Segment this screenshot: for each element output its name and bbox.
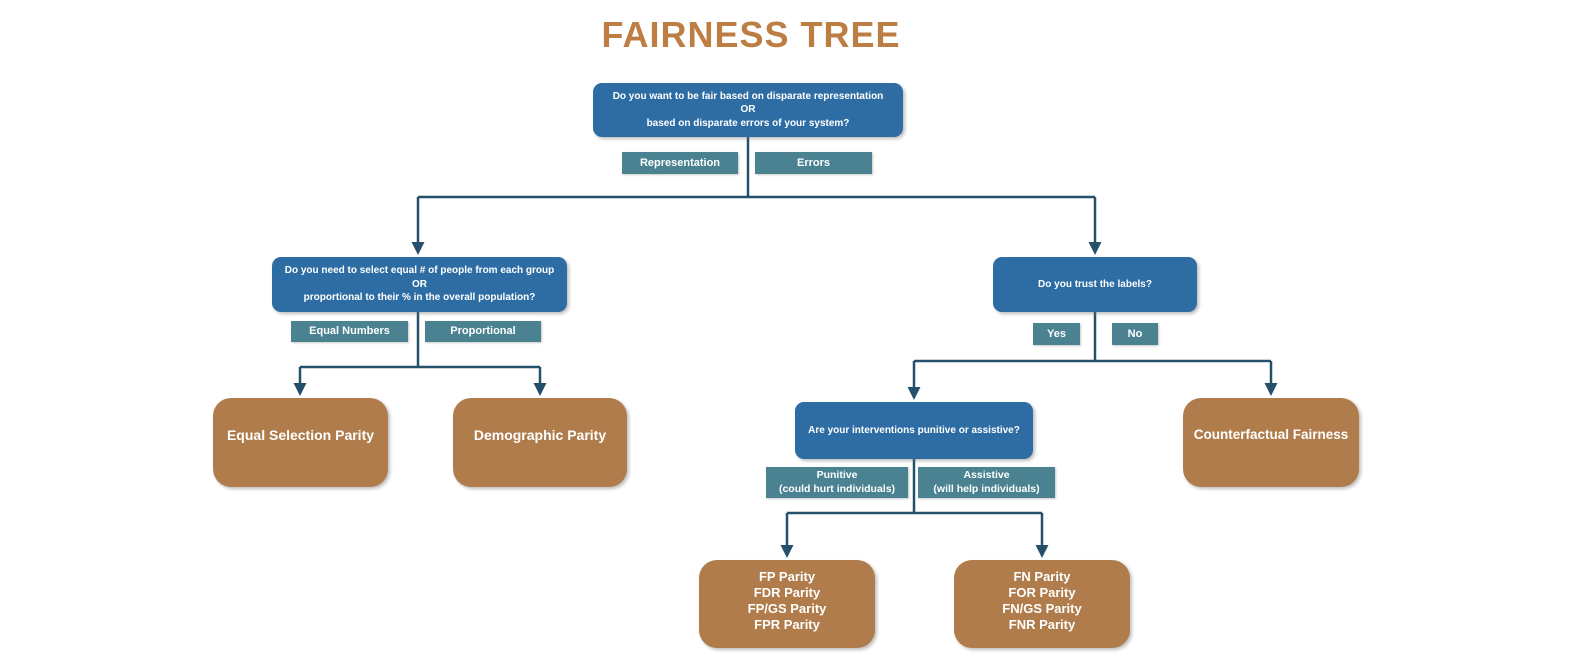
leaf-assistive-metrics: FN Parity FOR Parity FN/GS Parity FNR Pa… [954, 560, 1130, 648]
leaf-counterfactual-fairness: Counterfactual Fairness [1183, 398, 1359, 487]
diagram-title: FAIRNESS TREE [601, 14, 901, 55]
branch-label-punitive: Punitive (could hurt individuals) [766, 467, 908, 498]
node-interventions-question: Are your interventions punitive or assis… [795, 402, 1033, 459]
node-selection-question: Do you need to select equal # of people … [272, 257, 567, 312]
branch-label-no: No [1112, 323, 1158, 345]
branch-label-representation: Representation [622, 152, 738, 174]
leaf-punitive-metrics: FP Parity FDR Parity FP/GS Parity FPR Pa… [699, 560, 875, 648]
branch-label-yes: Yes [1033, 323, 1080, 345]
leaf-equal-selection-parity: Equal Selection Parity [213, 398, 388, 487]
branch-label-errors: Errors [755, 152, 872, 174]
branch-label-equal-numbers: Equal Numbers [291, 321, 408, 342]
branch-label-assistive: Assistive (will help individuals) [918, 467, 1055, 498]
branch-label-proportional: Proportional [425, 321, 541, 342]
node-root-question: Do you want to be fair based on disparat… [593, 83, 903, 137]
node-trust-question: Do you trust the labels? [993, 257, 1197, 312]
leaf-demographic-parity: Demographic Parity [453, 398, 627, 487]
